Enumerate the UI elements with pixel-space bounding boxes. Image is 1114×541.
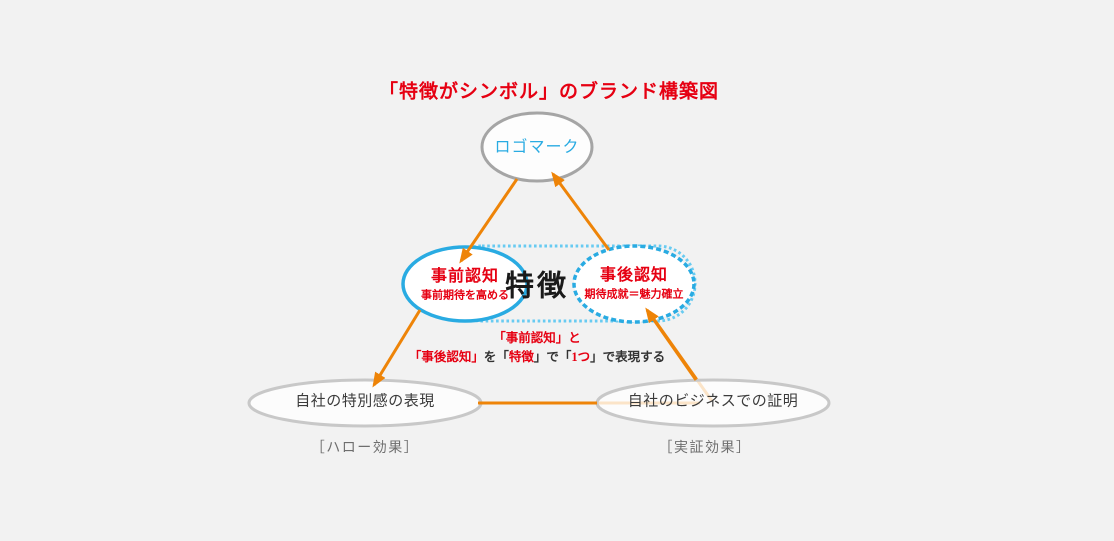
annotation-line2: 「事後認知」を「特徴」で「1つ」で表現する: [409, 351, 665, 364]
proof-node-label: 自社のビジネスでの証明: [627, 393, 799, 410]
arrow-post-to-logo: [551, 171, 611, 251]
logo-node-label: ロゴマーク: [494, 139, 580, 156]
pre-recognition-label: 事前認知: [430, 268, 500, 285]
post-recognition-ellipse: [572, 244, 696, 324]
feature-label: 特徴: [504, 270, 570, 303]
arrow-pre-to-halo: [372, 309, 422, 388]
annotation-feature-term: 特徴: [508, 349, 534, 364]
halo-effect-tag: ［ハロー効果］: [310, 441, 420, 456]
arrow-proof-to-post: [645, 307, 698, 381]
proof-effect-tag: ［実証効果］: [658, 441, 752, 456]
halo-node-label: 自社の特別感の表現: [295, 393, 435, 410]
pre-recognition-sublabel: 事前期待を高める: [421, 289, 509, 302]
annotation-line1-text: 「事前認知」と: [493, 330, 581, 345]
logo-ellipse: [480, 111, 594, 183]
pre-recognition-ellipse: [401, 245, 529, 323]
diagram-title: 「特徴がシンボル」のブランド構築図: [378, 81, 720, 103]
annotation-particle-2: 」で「: [533, 349, 572, 364]
annotation-suffix: 」で表現する: [590, 349, 666, 364]
post-recognition-sublabel: 期待成就＝魅力確立: [584, 288, 684, 301]
annotation-particle-1: を「: [483, 349, 509, 364]
arrow-logo-to-pre: [459, 178, 519, 264]
annotation-one-term: 1つ: [571, 349, 591, 364]
annotation-post-term: 「事後認知」: [408, 349, 484, 364]
post-recognition-label: 事後認知: [599, 267, 669, 284]
annotation-line1: 「事前認知」と: [493, 332, 581, 345]
